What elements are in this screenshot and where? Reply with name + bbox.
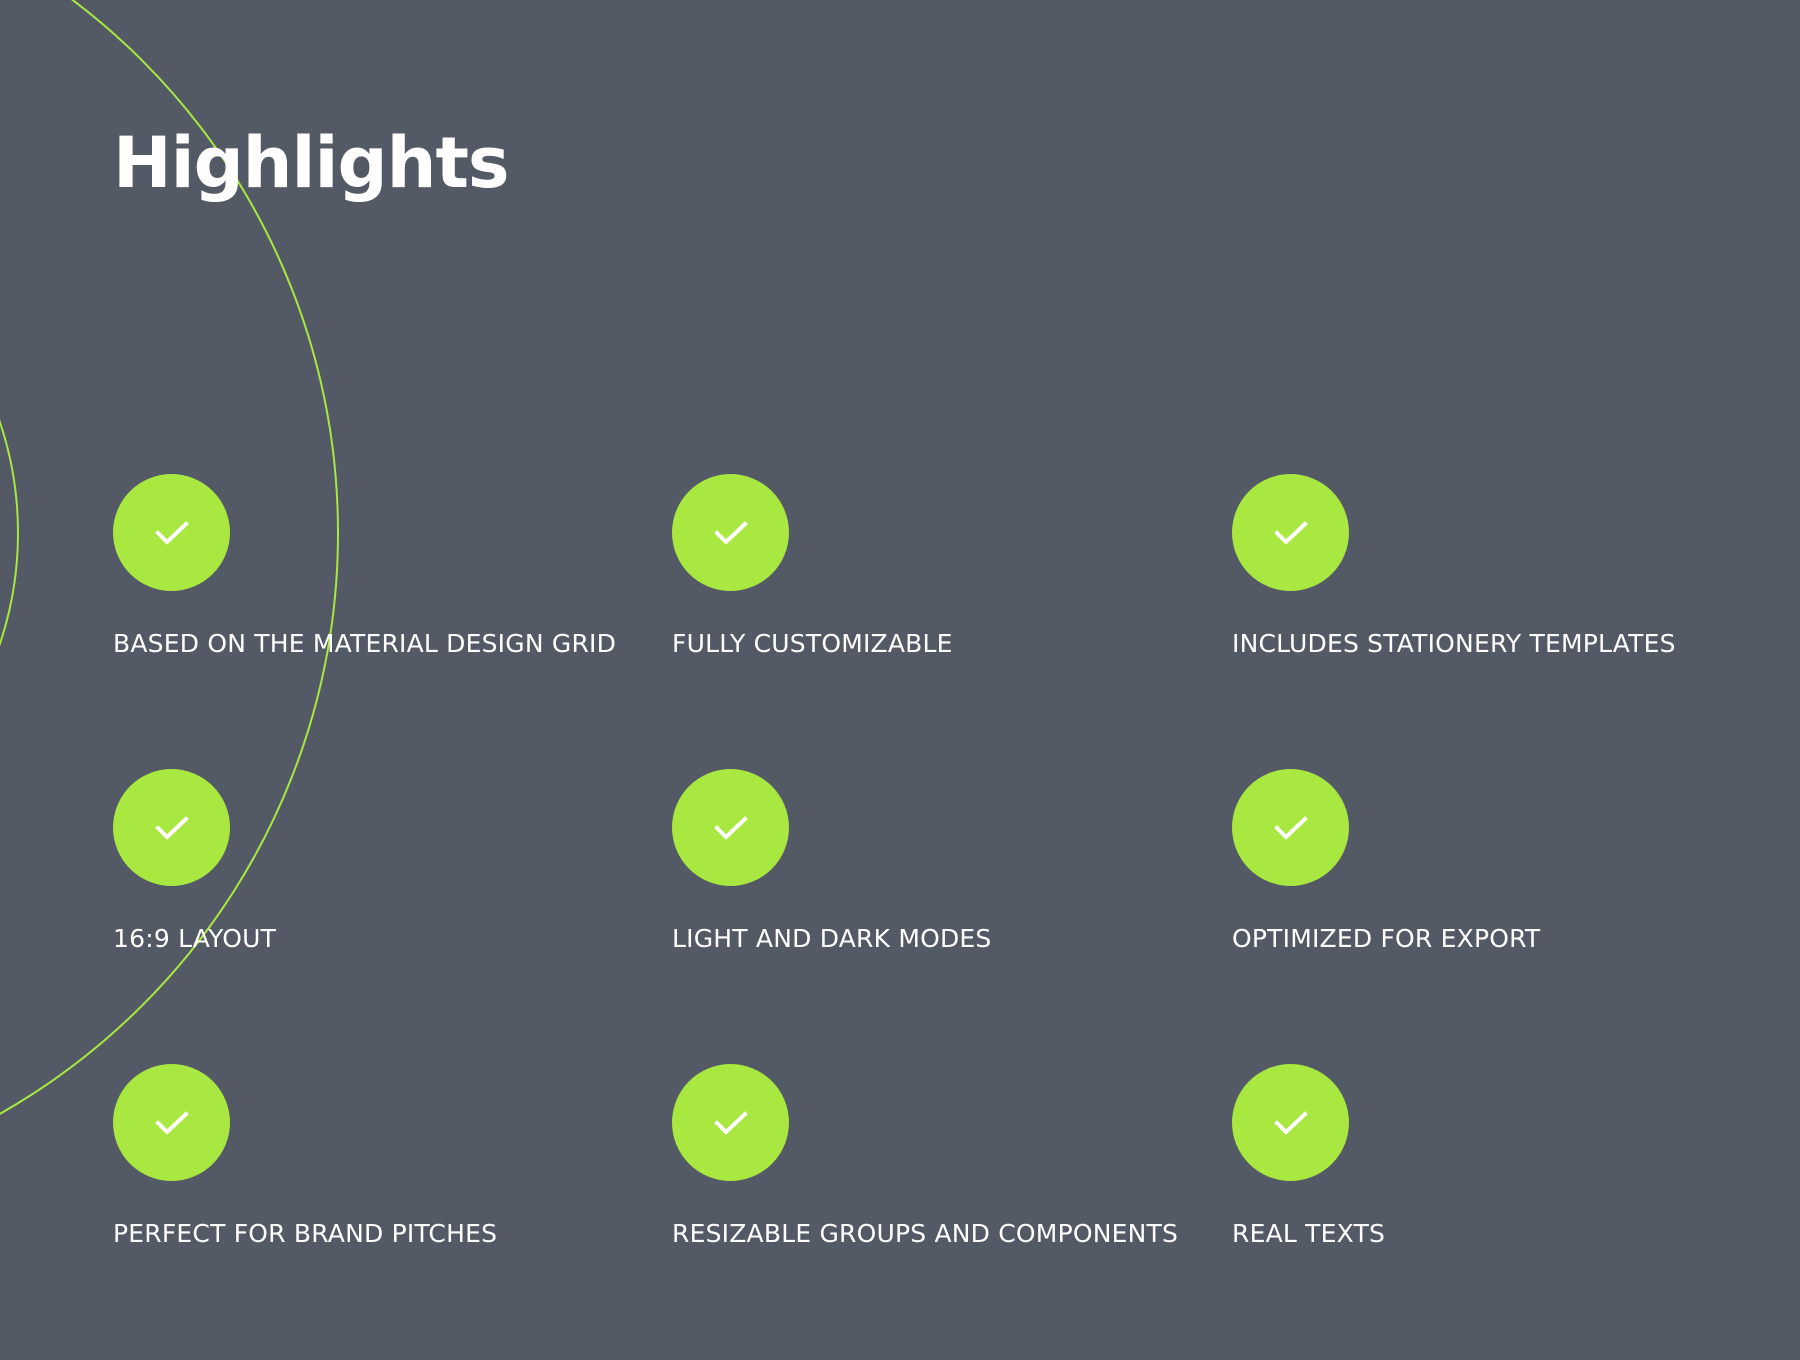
feature-item: PERFECT FOR BRAND PITCHES bbox=[113, 1064, 653, 1251]
check-badge bbox=[672, 1064, 789, 1181]
feature-label: RESIZABLE GROUPS AND COMPONENTS bbox=[672, 1219, 1179, 1248]
feature-item: LIGHT AND DARK MODES bbox=[672, 769, 1212, 956]
feature-item: FULLY CUSTOMIZABLE bbox=[672, 474, 1212, 661]
feature-item: REAL TEXTS bbox=[1232, 1064, 1772, 1251]
feature-label: OPTIMIZED FOR EXPORT bbox=[1232, 924, 1541, 953]
feature-item: BASED ON THE MATERIAL DESIGN GRID bbox=[113, 474, 653, 661]
feature-label: 16:9 LAYOUT bbox=[113, 924, 277, 953]
feature-label: INCLUDES STATIONERY TEMPLATES bbox=[1232, 629, 1676, 658]
check-badge bbox=[113, 1064, 230, 1181]
feature-label: FULLY CUSTOMIZABLE bbox=[672, 629, 953, 658]
feature-item: OPTIMIZED FOR EXPORT bbox=[1232, 769, 1772, 956]
check-icon bbox=[154, 815, 189, 840]
check-icon bbox=[713, 520, 748, 545]
check-badge bbox=[672, 474, 789, 591]
feature-item: RESIZABLE GROUPS AND COMPONENTS bbox=[672, 1064, 1212, 1251]
check-icon bbox=[1273, 1110, 1308, 1135]
feature-label: LIGHT AND DARK MODES bbox=[672, 924, 992, 953]
check-icon bbox=[154, 1110, 189, 1135]
feature-label: PERFECT FOR BRAND PITCHES bbox=[113, 1219, 498, 1248]
check-badge bbox=[672, 769, 789, 886]
check-icon bbox=[154, 520, 189, 545]
check-icon bbox=[713, 815, 748, 840]
feature-label: REAL TEXTS bbox=[1232, 1219, 1386, 1248]
check-badge bbox=[1232, 1064, 1349, 1181]
page-title: Highlights bbox=[113, 122, 510, 204]
check-icon bbox=[1273, 815, 1308, 840]
check-badge bbox=[1232, 769, 1349, 886]
feature-item: INCLUDES STATIONERY TEMPLATES bbox=[1232, 474, 1772, 661]
check-badge bbox=[1232, 474, 1349, 591]
check-badge bbox=[113, 769, 230, 886]
feature-item: 16:9 LAYOUT bbox=[113, 769, 653, 956]
check-icon bbox=[1273, 520, 1308, 545]
feature-label: BASED ON THE MATERIAL DESIGN GRID bbox=[113, 629, 617, 658]
inner-arc bbox=[0, 419, 19, 647]
check-icon bbox=[713, 1110, 748, 1135]
check-badge bbox=[113, 474, 230, 591]
